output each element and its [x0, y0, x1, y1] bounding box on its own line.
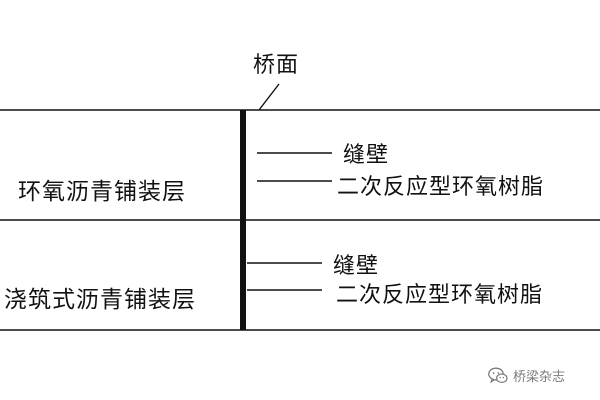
- crack-wall-label-upper: 缝壁: [343, 143, 390, 168]
- epoxy-asphalt-layer-label: 环氧沥青铺装层: [18, 179, 186, 205]
- watermark-text: 桥梁杂志: [513, 370, 566, 385]
- watermark: 桥梁杂志: [488, 366, 565, 385]
- top-label-leader: [258, 83, 280, 111]
- epoxy-resin-label-upper: 二次反应型环氧树脂: [337, 175, 545, 200]
- wechat-icon: [488, 367, 508, 384]
- mastic-asphalt-layer-label: 浇筑式沥青铺装层: [4, 287, 196, 313]
- crack-wall-label-lower: 缝壁: [333, 254, 380, 279]
- bridge-deck-label: 桥面: [253, 53, 300, 78]
- epoxy-resin-label-lower: 二次反应型环氧树脂: [336, 283, 544, 308]
